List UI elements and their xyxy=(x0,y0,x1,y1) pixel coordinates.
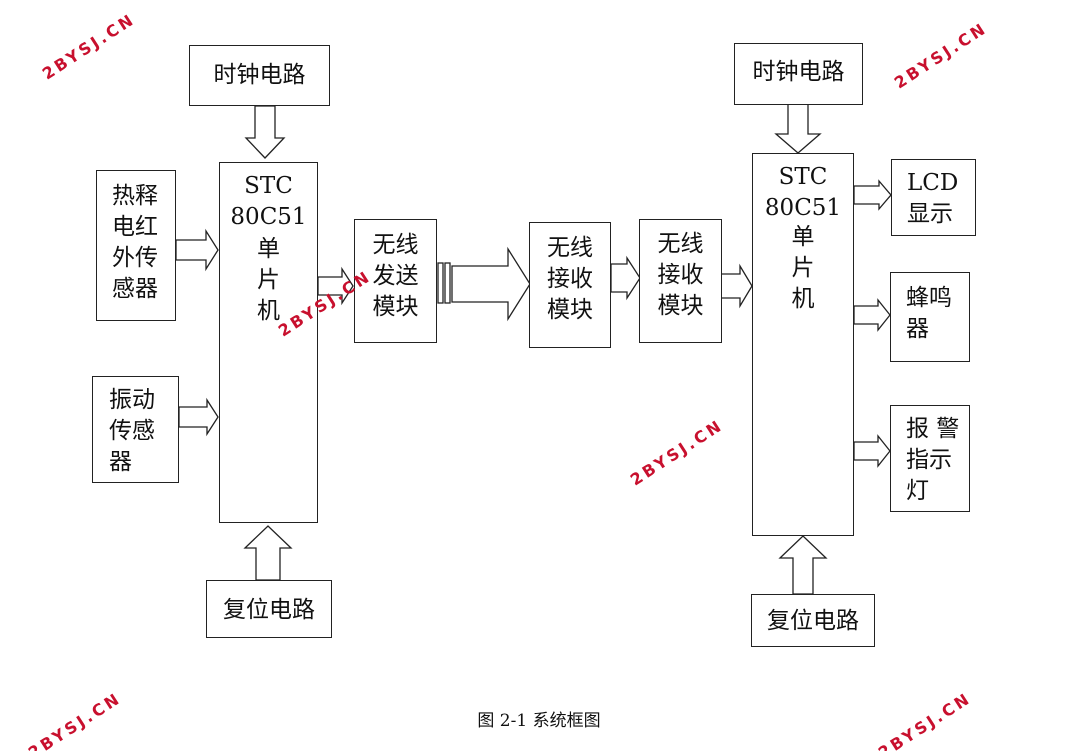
reset-circuit-right: 复位电路 xyxy=(751,594,875,647)
wireless-rx-a-label: 无线 接收 模块 xyxy=(547,235,593,323)
arrow-rxb-to-mcu xyxy=(720,263,753,309)
arrow-reset-to-mcu-right xyxy=(778,535,828,595)
reset-circuit-left: 复位电路 xyxy=(206,580,332,638)
vibration-sensor-label: 振动 传感 器 xyxy=(109,387,155,475)
arrow-pir-to-mcu xyxy=(175,228,219,272)
reset-circuit-right-label: 复位电路 xyxy=(767,608,859,634)
mcu-right-block: STC 80C51 单 片 机 xyxy=(752,153,854,536)
clock-circuit-left: 时钟电路 xyxy=(189,45,330,106)
wireless-rx-block-a: 无线 接收 模块 xyxy=(529,222,611,348)
clock-circuit-left-label: 时钟电路 xyxy=(213,62,306,88)
arrow-mcu-to-tx xyxy=(317,266,354,306)
reset-circuit-left-label: 复位电路 xyxy=(223,597,315,623)
wireless-rx-block-b: 无线 接收 模块 xyxy=(639,219,722,343)
wireless-tx-label: 无线 发送 模块 xyxy=(372,232,419,320)
tx-antenna-bar-1 xyxy=(437,262,444,304)
tx-antenna-bar-2 xyxy=(444,262,451,304)
arrow-wireless-link xyxy=(451,246,531,322)
arrow-mcu-to-buzzer xyxy=(853,298,891,332)
alarm-light-block: 报 警 指示 灯 xyxy=(890,405,970,512)
pir-sensor-block: 热释 电红 外传 感器 xyxy=(96,170,176,321)
wireless-rx-b-label: 无线 接收 模块 xyxy=(657,231,704,319)
clock-circuit-right-label: 时钟电路 xyxy=(752,59,845,85)
buzzer-label: 蜂鸣 器 xyxy=(906,285,952,342)
alarm-light-label: 报 警 指示 灯 xyxy=(906,416,960,504)
arrow-clock-to-mcu-right xyxy=(774,103,822,154)
pir-sensor-label: 热释 电红 外传 感器 xyxy=(112,183,158,302)
wireless-tx-block: 无线 发送 模块 xyxy=(354,219,437,343)
mcu-right-label: 单 片 机 xyxy=(791,224,815,312)
figure-caption: 图 2-1 系统框图 xyxy=(477,711,601,731)
buzzer-block: 蜂鸣 器 xyxy=(890,272,970,362)
arrow-rxa-to-rxb xyxy=(610,255,641,301)
arrow-clock-to-mcu-left xyxy=(244,105,286,159)
arrow-mcu-to-alarm xyxy=(853,434,891,468)
lcd-display-label: LCD 显示 xyxy=(907,170,959,227)
mcu-left-label: 单 片 机 xyxy=(257,236,280,324)
mcu-left-model-label: STC 80C51 xyxy=(230,173,307,230)
vibration-sensor-block: 振动 传感 器 xyxy=(92,376,179,483)
arrow-vibration-to-mcu xyxy=(178,397,219,437)
mcu-left-block: STC 80C51 单 片 机 xyxy=(219,162,318,523)
mcu-right-model-label: STC 80C51 xyxy=(764,164,842,221)
lcd-display-block: LCD 显示 xyxy=(891,159,976,236)
arrow-reset-to-mcu-left xyxy=(243,525,293,581)
arrow-mcu-to-lcd xyxy=(853,179,892,211)
clock-circuit-right: 时钟电路 xyxy=(734,43,863,105)
